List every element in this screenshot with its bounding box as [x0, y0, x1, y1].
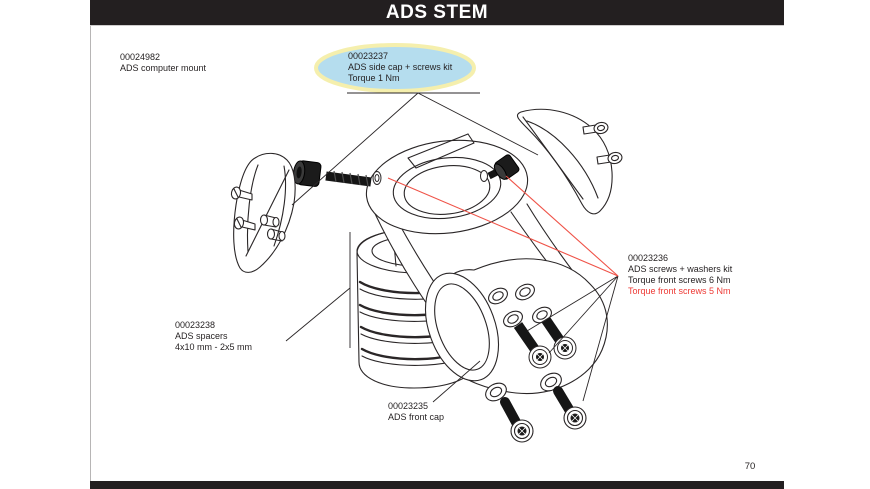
leader-screws-black — [526, 275, 619, 402]
part-name: ADS computer mount — [120, 63, 207, 73]
size-note: 4x10 mm - 2x5 mm — [175, 342, 253, 352]
page-number: 70 — [744, 461, 756, 472]
highlight-ellipse — [314, 43, 476, 93]
label-computer-mount: 00024982 ADS computer mount — [120, 52, 206, 74]
washer-icon — [488, 283, 552, 328]
torque-note: Torque 1 Nm — [348, 73, 400, 83]
label-screws-washers: 00023236 ADS screws + washers kit Torque… — [628, 253, 732, 297]
part-number: 00024982 — [120, 52, 161, 62]
page-title: ADS STEM — [385, 1, 489, 23]
page-header: ADS STEM — [90, 0, 784, 25]
page-footer — [90, 481, 784, 489]
part-name: ADS side cap + screws kit — [348, 62, 453, 72]
torque-note-red: Torque front screws 5 Nm — [628, 286, 731, 296]
computer-mount-illustration — [230, 152, 296, 273]
header-divider — [90, 25, 784, 26]
side-screw-left-illustration — [292, 160, 382, 187]
side-screw-right-illustration — [480, 154, 520, 182]
leader-to-left-cap — [291, 92, 419, 206]
part-number: 00023236 — [628, 253, 669, 263]
part-number: 00023237 — [348, 51, 389, 61]
part-name: ADS screws + washers kit — [628, 264, 733, 274]
leader-spacers — [285, 232, 351, 348]
leader-front-cap — [432, 360, 481, 403]
leader-to-right-cap — [417, 92, 539, 156]
leader-lines — [285, 92, 619, 403]
torque-note: Torque front screws 6 Nm — [628, 275, 731, 285]
part-number: 00023235 — [388, 401, 429, 411]
loose-screw-illustration — [485, 372, 587, 443]
part-number: 00023238 — [175, 320, 216, 330]
label-side-cap: 00023237 ADS side cap + screws kit Torqu… — [348, 51, 452, 84]
label-spacers: 00023238 ADS spacers 4x10 mm - 2x5 mm — [175, 320, 252, 353]
label-front-cap: 00023235 ADS front cap — [388, 401, 444, 423]
side-cap-illustration — [516, 108, 623, 215]
leader-red-right-bolt — [505, 175, 619, 277]
part-name: ADS front cap — [388, 412, 445, 422]
page-left-border — [90, 0, 91, 489]
leader-red-left-bolt — [387, 177, 619, 277]
front-screw-illustration — [513, 317, 577, 369]
leader-lines-red — [387, 175, 619, 277]
part-name: ADS spacers — [175, 331, 228, 341]
